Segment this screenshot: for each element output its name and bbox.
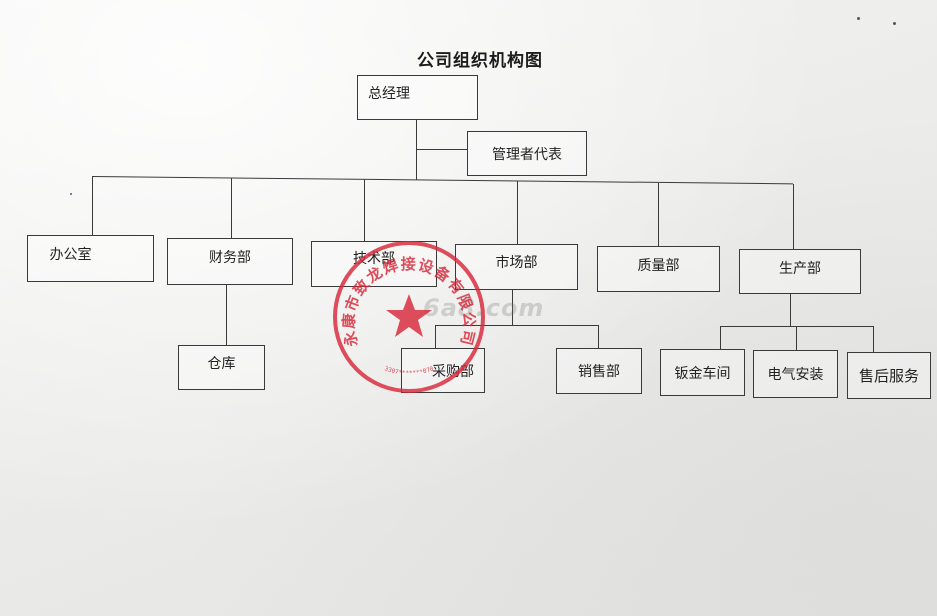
node-sales: 销售部	[556, 348, 642, 394]
node-label: 管理者代表	[492, 146, 562, 163]
seal-graphic: 永康市致龙焊接设备有限公司 3307*******070	[333, 241, 485, 393]
connector-production-down	[790, 293, 792, 327]
node-warehouse: 仓库	[178, 345, 265, 390]
connector-finance	[231, 178, 233, 238]
node-label: 技术部	[353, 251, 395, 267]
node-quality: 质量部	[597, 246, 720, 292]
node-label: 生产部	[779, 260, 821, 277]
connector-market-down	[512, 290, 514, 326]
connector-office	[92, 176, 94, 236]
node-label: 质量部	[637, 258, 680, 274]
connector-quality	[658, 183, 660, 246]
node-after-sales: 售后服务	[847, 352, 931, 399]
connector-sales	[598, 325, 600, 348]
node-label: 销售部	[578, 364, 620, 380]
node-label: 市场部	[495, 255, 538, 271]
node-label: 仓库	[207, 355, 236, 372]
node-electrical: 电气安装	[753, 350, 838, 398]
node-office: 办公室	[27, 235, 154, 282]
seal-number: 3307*******070	[383, 365, 435, 377]
node-label: 钣金车间	[674, 365, 731, 382]
connector-electrical	[796, 326, 798, 351]
speck	[70, 193, 72, 195]
node-label: 售后服务	[858, 367, 919, 385]
node-production: 生产部	[739, 249, 861, 294]
node-label: 办公室	[49, 246, 92, 263]
node-general-manager: 总经理	[357, 75, 478, 120]
node-label: 财务部	[209, 249, 251, 266]
speck	[857, 17, 860, 20]
node-label: 电气安装	[767, 367, 824, 383]
company-seal-stamp: 永康市致龙焊接设备有限公司 3307*******070	[330, 238, 488, 400]
connector-after-sales	[873, 326, 875, 352]
connector-finance-warehouse	[226, 284, 228, 346]
connector-sheet-metal	[720, 326, 722, 350]
connector-production	[793, 184, 795, 249]
connector-department-bus	[91, 176, 793, 185]
speck	[893, 22, 896, 25]
connector-market-bus	[435, 325, 599, 327]
node-management-rep: 管理者代表	[467, 131, 587, 176]
connector-market	[517, 181, 519, 245]
chart-title: 公司组织机构图	[417, 51, 543, 71]
node-sheet-metal: 钣金车间	[660, 349, 745, 396]
node-technology: 技术部	[311, 241, 437, 287]
connector-management-rep	[416, 149, 467, 151]
connector-purchasing	[435, 325, 437, 348]
svg-text:3307*******070: 3307*******070	[383, 365, 435, 377]
node-finance: 财务部	[167, 238, 293, 285]
node-label: 总经理	[368, 85, 410, 102]
star-icon	[386, 294, 432, 337]
connector-technology	[364, 179, 366, 241]
